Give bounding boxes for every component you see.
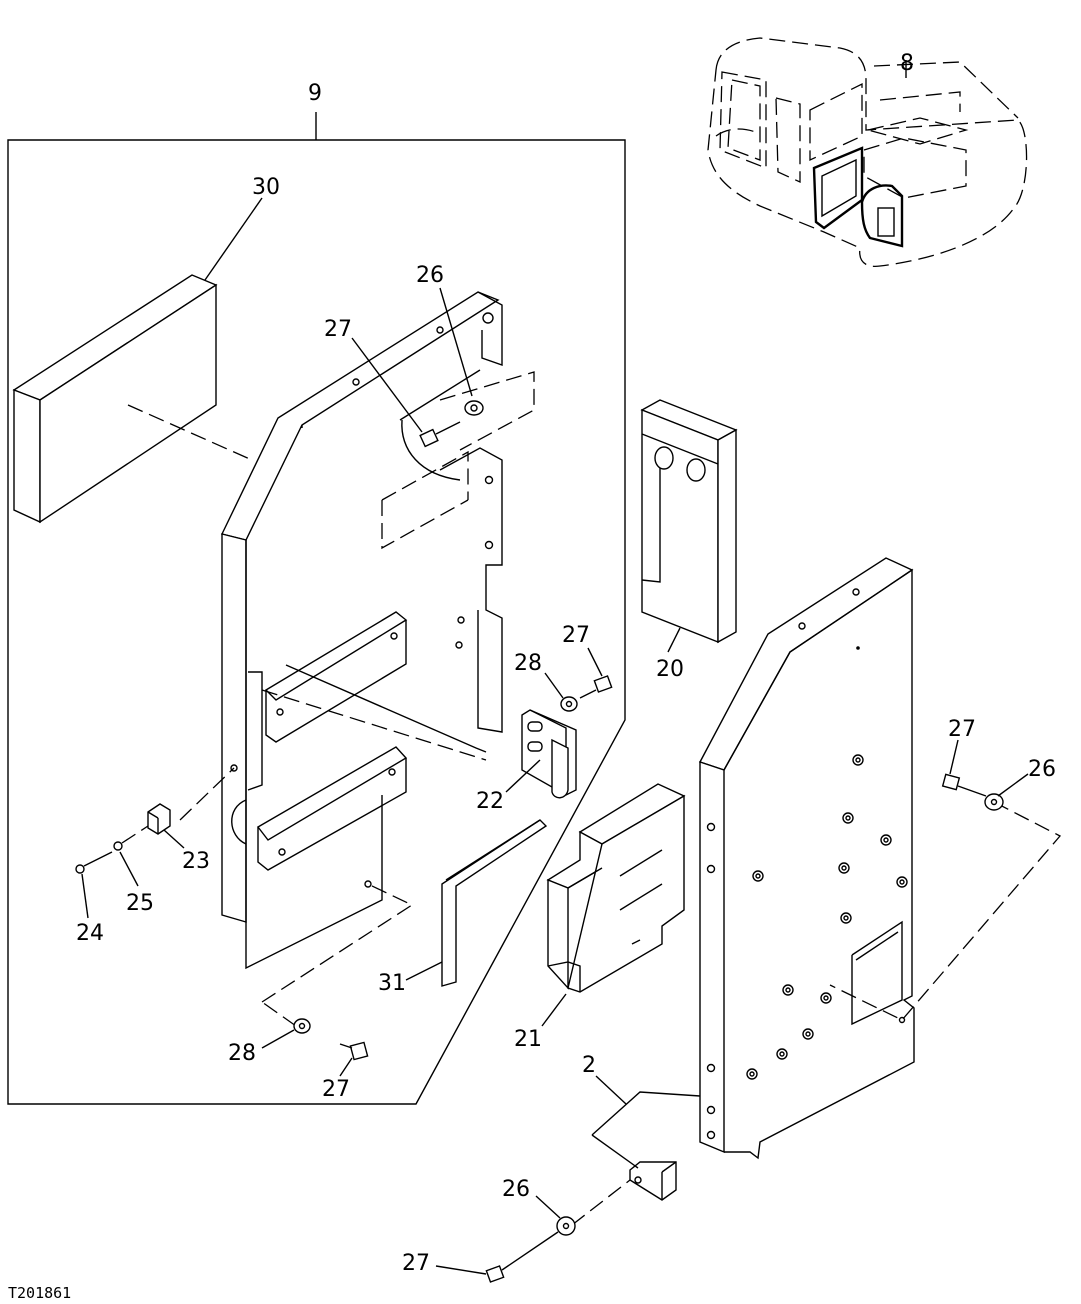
callout-labels: 9 30 26 27 27 28 20 22 23 25 24 31 21 28…: [76, 51, 1056, 1276]
figure-id: T201861: [8, 1284, 71, 1302]
label-26c: 26: [502, 1177, 530, 1202]
part-24-screw: [75, 851, 113, 874]
part-27-bolt-bottom: [339, 1041, 369, 1061]
leader-31: [405, 961, 443, 981]
leader-27a: [351, 337, 423, 433]
leader-30: [204, 197, 263, 281]
label-27b: 27: [562, 623, 590, 648]
leader-27e: [435, 1265, 487, 1275]
part-23-clip: [147, 803, 171, 835]
leader-2: [595, 1075, 627, 1105]
leader-27d: [949, 739, 959, 775]
part-27-bolt-mid: [579, 675, 613, 699]
part-31-seal-strip: [441, 819, 548, 987]
leader-24: [81, 873, 89, 919]
part-28-washer-bottom: [293, 1018, 311, 1034]
label-27e: 27: [402, 1251, 430, 1276]
leader-28b: [261, 1029, 295, 1049]
frame-bracket: [220, 291, 503, 970]
label-23: 23: [182, 849, 210, 874]
part-25-nut: [113, 841, 123, 851]
leader-2-bracket: [591, 1091, 701, 1136]
machine-locator-view: [707, 37, 1028, 268]
part-22-hinge-bracket: [521, 709, 577, 799]
part-20-pad: [640, 399, 738, 644]
part-27-bolt-bottom2: [485, 1231, 559, 1283]
part-27-bolt-top: [419, 421, 461, 448]
part-27-bolt-right: [941, 773, 987, 797]
part-26-washer-bottom: [556, 1216, 576, 1236]
label-27a: 27: [324, 317, 352, 342]
leader-20: [667, 627, 681, 653]
leader-27b: [587, 647, 603, 677]
label-26b: 26: [1028, 757, 1056, 782]
leader-22: [505, 759, 541, 793]
label-21: 21: [514, 1027, 542, 1052]
leader-dash-2: [571, 1179, 631, 1226]
leader-26a: [439, 287, 473, 397]
label-22: 22: [476, 789, 504, 814]
label-31: 31: [378, 971, 406, 996]
label-2: 2: [582, 1053, 596, 1078]
leader-26b: [997, 773, 1029, 797]
leader-dash-26b: [829, 801, 1062, 1021]
part-21-insulation: [546, 783, 686, 993]
part-26-washer-right: [984, 793, 1004, 811]
leader-25: [119, 851, 139, 887]
label-30: 30: [252, 175, 280, 200]
label-27c: 27: [322, 1077, 350, 1102]
leader-23: [163, 829, 185, 849]
side-panel: [698, 557, 915, 1160]
part-30-foam-block: [12, 274, 218, 524]
part-28-washer-mid: [560, 696, 578, 712]
label-28a: 28: [514, 651, 542, 676]
label-24: 24: [76, 921, 104, 946]
assy-dashed-lines: [179, 371, 535, 1027]
leader-2-b: [591, 1134, 639, 1169]
assembly-9-boundary: [7, 112, 626, 1105]
leader-26c: [535, 1195, 561, 1219]
label-8: 8: [900, 51, 914, 76]
label-27d: 27: [948, 717, 976, 742]
leader-28a: [544, 672, 564, 699]
leader-27c: [339, 1057, 353, 1077]
label-9: 9: [308, 81, 322, 106]
label-26a: 26: [416, 263, 444, 288]
leader-dash-23: [121, 825, 149, 844]
part-26-washer-top: [464, 400, 484, 416]
label-25: 25: [126, 891, 154, 916]
label-20: 20: [656, 657, 684, 682]
leader-21: [541, 993, 567, 1027]
label-28b: 28: [228, 1041, 256, 1066]
